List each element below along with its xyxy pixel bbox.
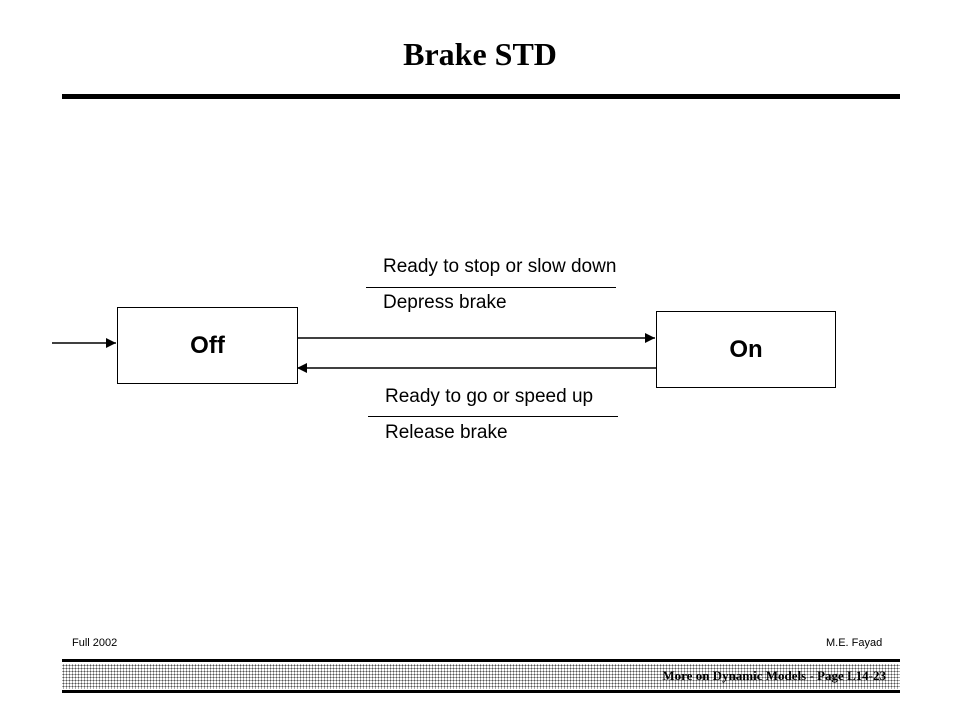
footer-page-label: More on Dynamic Models - Page L14-23 — [662, 668, 886, 683]
footer-divider-top — [62, 659, 900, 662]
on-to-off-event: Ready to go or speed up — [385, 386, 594, 407]
footer-band: More on Dynamic Models - Page L14-23 — [62, 664, 900, 689]
state-off: Off — [117, 307, 298, 384]
state-on-label: On — [729, 335, 763, 363]
footer-divider-bottom — [62, 690, 900, 693]
off-to-on-action: Depress brake — [383, 292, 507, 313]
on-to-off-action: Release brake — [385, 422, 508, 443]
title-divider — [62, 94, 900, 99]
off-to-on-event: Ready to stop or slow down — [383, 256, 617, 277]
footer-date: Full 2002 — [72, 637, 118, 649]
slide-title: Brake STD — [403, 36, 557, 72]
state-off-label: Off — [190, 331, 225, 359]
footer-author: M.E. Fayad — [826, 637, 883, 649]
state-on: On — [656, 311, 836, 388]
off-to-on-separator — [366, 287, 616, 288]
on-to-off-separator — [368, 416, 618, 417]
